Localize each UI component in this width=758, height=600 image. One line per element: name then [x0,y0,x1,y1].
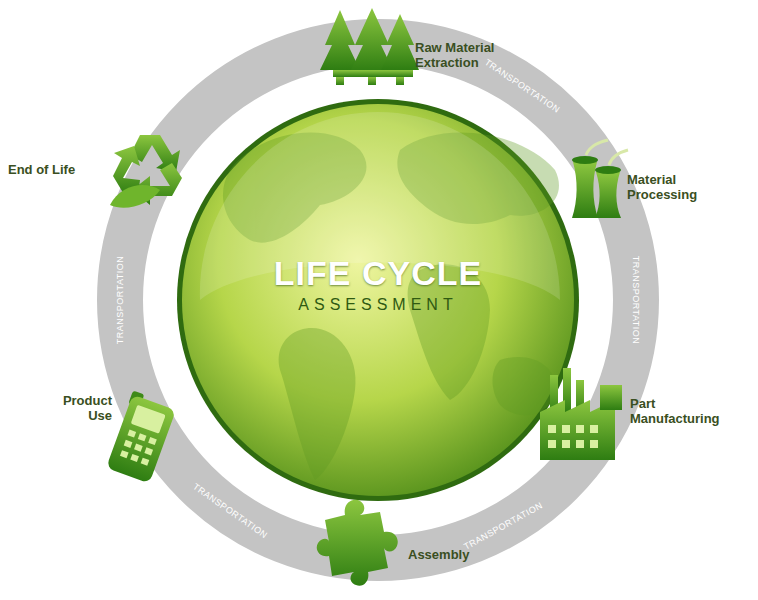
transport-label: TRANSPORTATION [631,256,641,345]
stage-label: Product Use [40,393,112,423]
transport-label: TRANSPORTATION [115,256,125,345]
steam [586,140,628,165]
processing-icon [572,156,621,218]
globe-node: LIFE CYCLE ASSESSMENT [182,104,574,496]
factory-windows [548,425,598,448]
factory-icon [540,368,622,460]
globe-rim [177,99,579,501]
transport-ring [120,42,636,558]
phone-icon [106,390,176,483]
globe-title: LIFE CYCLE [182,254,574,293]
leaf [110,185,160,208]
stage-label: Assembly [408,547,508,562]
stage-label: End of Life [8,162,108,177]
puzzle-icon [317,500,398,586]
stage-label: Material Processing [627,172,717,202]
trees-icon [320,8,419,85]
globe [182,104,574,496]
globe-subtitle: ASSESSMENT [182,296,574,314]
stage-label: Part Manufacturing [630,396,740,426]
